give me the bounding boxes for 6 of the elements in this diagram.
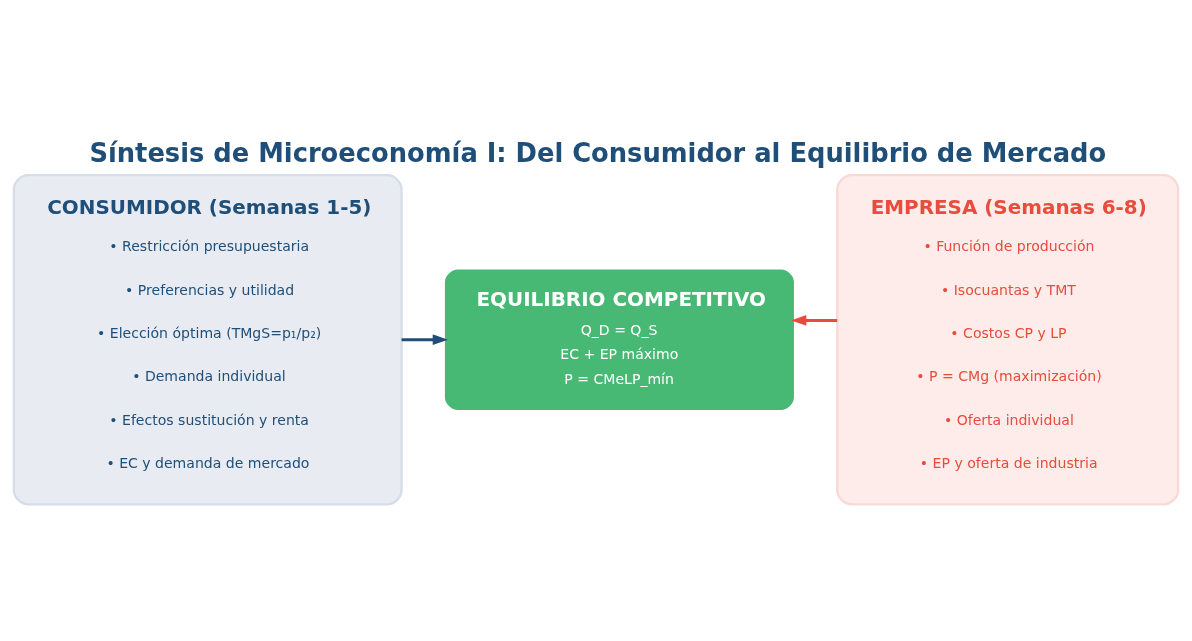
node-box: EMPRESA (Semanas 6-8) • Función de producción • Isocuantas y TMT • Costos CP y LP • P = CMg (maximización) • Oferta individual • EP y oferta de industria xyxy=(836,173,1180,505)
node-box: EQUILIBRIO COMPETITIVO Q_D = Q_S EC + EP máximo P = CMeLP_mín xyxy=(442,266,797,412)
node-box: CONSUMIDOR (Semanas 1-5) • Restricción presupuestaria • Preferencias y utilidad • Elección óptima (TMgS=p₁/p₂) • Demanda individual • Efectos sustitución y renta • EC y demanda de mercado xyxy=(12,173,403,505)
diagram-title: Síntesis de Microeconomía I: Del Consumidor al Equilibrio de Mercado xyxy=(89,137,1107,168)
arrow xyxy=(401,333,448,345)
arrow xyxy=(791,314,838,326)
